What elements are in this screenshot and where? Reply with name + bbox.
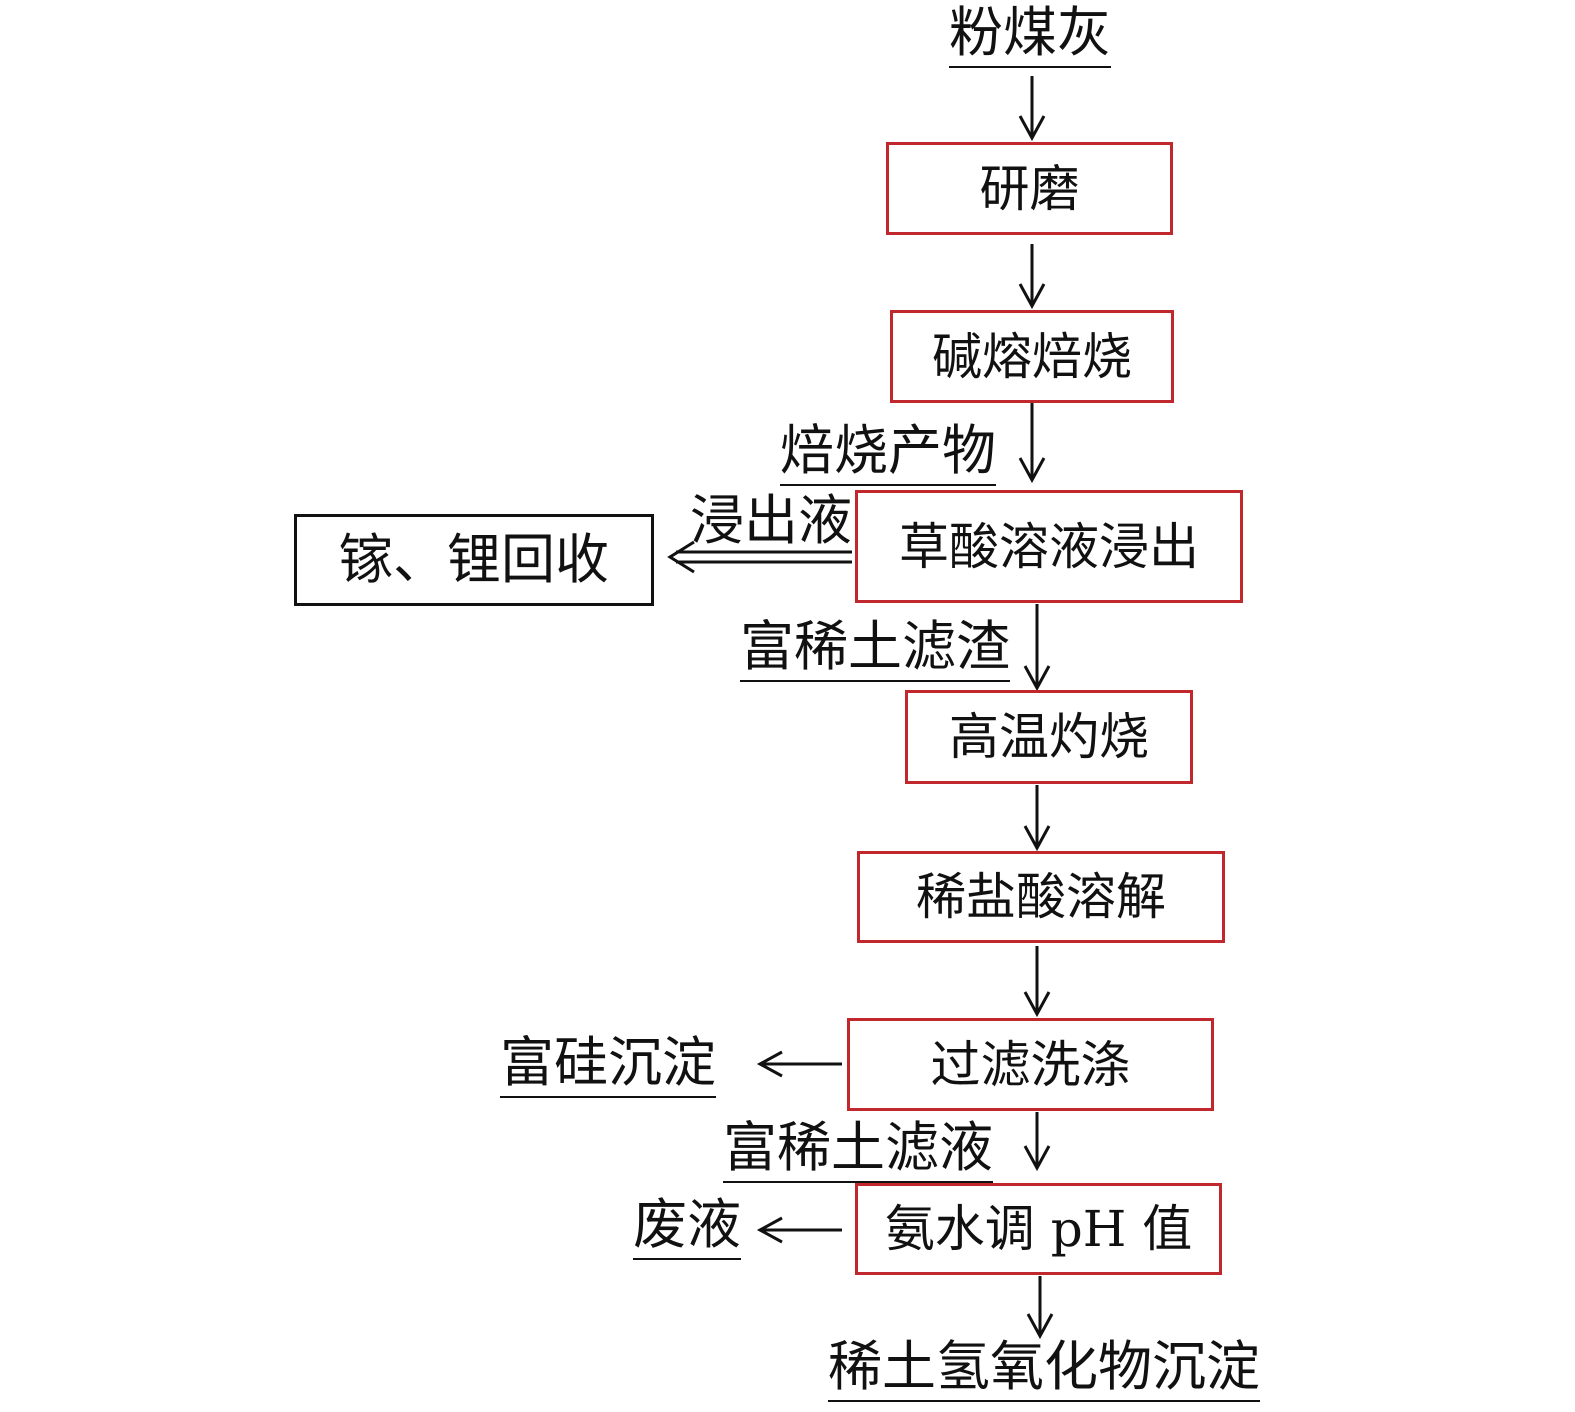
label-re-residue: 富稀土滤渣 <box>740 620 1010 682</box>
label-re-filtrate: 富稀土滤液 <box>723 1121 993 1183</box>
arrowhead-dissolve-to-filter <box>1023 991 1051 1018</box>
arrowhead-grind-to-roast <box>1018 283 1046 310</box>
arrowhead-ammonia-to-waste <box>756 1216 783 1244</box>
arrowhead-leach-to-recovery <box>667 540 695 574</box>
step-grind: 研磨 <box>886 142 1173 235</box>
step-hcl-dissolve: 稀盐酸溶解 <box>857 851 1225 943</box>
arrowhead-filter-to-si <box>756 1050 783 1078</box>
label-roast-product: 焙烧产物 <box>780 424 996 486</box>
arrowhead-calcine-to-dissolve <box>1023 825 1051 852</box>
step-calcine: 高温灼烧 <box>905 690 1193 784</box>
arrowhead-roast-to-leach <box>1018 457 1046 484</box>
label-re-hydroxide: 稀土氢氧化物沉淀 <box>828 1340 1260 1402</box>
arrowhead-ammonia-to-hydroxide <box>1026 1313 1054 1340</box>
arrowhead-flyash-to-grind <box>1018 115 1046 142</box>
arrowhead-filter-to-ammonia <box>1023 1145 1051 1172</box>
label-leachate: 浸出液 <box>690 489 852 552</box>
step-filter-wash: 过滤洗涤 <box>847 1018 1214 1111</box>
label-waste-liquid: 废液 <box>633 1198 741 1260</box>
step-oxalic-leach: 草酸溶液浸出 <box>855 490 1243 603</box>
step-alkali-roast: 碱熔焙烧 <box>890 310 1174 403</box>
label-fly-ash: 粉煤灰 <box>949 6 1111 68</box>
step-ammonia-ph: 氨水调 pH 值 <box>855 1183 1222 1275</box>
arrowhead-leach-to-calcine <box>1023 665 1051 692</box>
label-si-precipitate: 富硅沉淀 <box>500 1036 716 1098</box>
output-ga-li-recovery: 镓、锂回收 <box>294 514 654 606</box>
